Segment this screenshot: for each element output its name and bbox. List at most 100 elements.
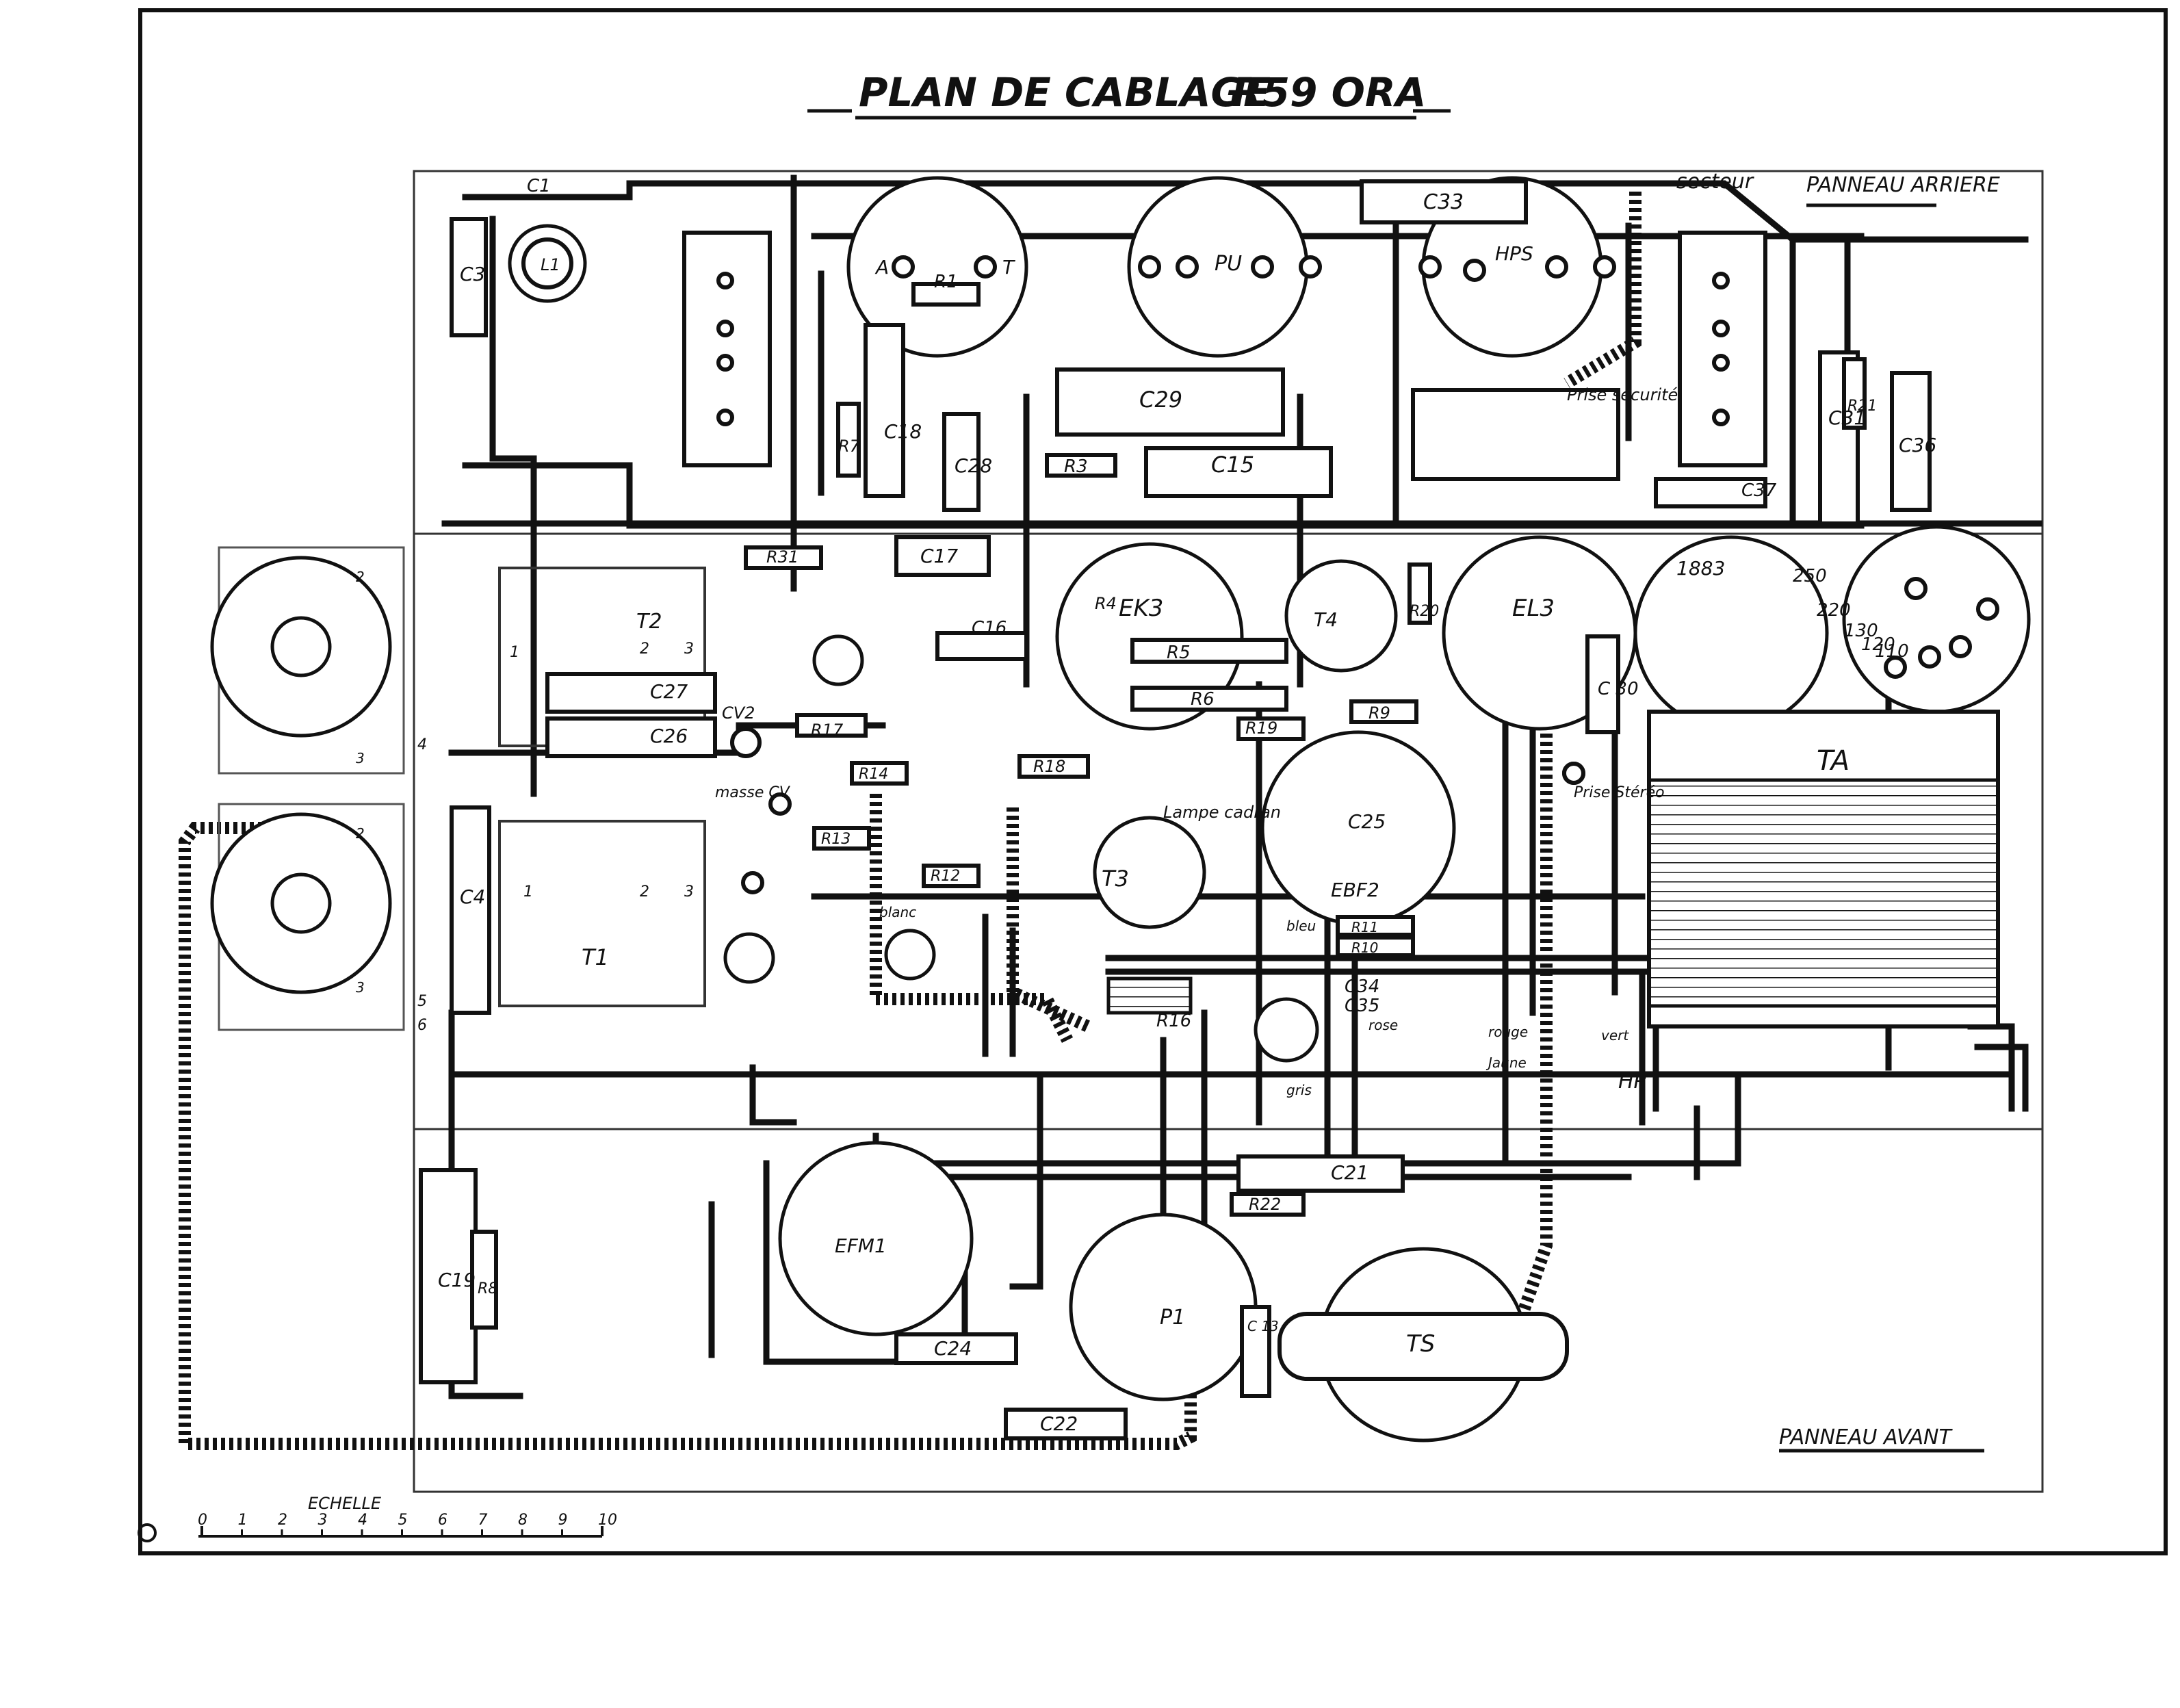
- svg-text:rose: rose: [1368, 1017, 1398, 1033]
- svg-text:C37: C37: [1741, 480, 1777, 501]
- voltage-selector: [1842, 525, 2031, 714]
- svg-text:C27: C27: [650, 680, 688, 703]
- svg-text:rouge: rouge: [1488, 1024, 1528, 1040]
- output-transformer-ts: [1277, 1247, 1569, 1442]
- svg-text:R11: R11: [1351, 919, 1378, 935]
- shielded-cable-center: [870, 794, 1091, 1044]
- svg-text:T: T: [1002, 256, 1015, 279]
- svg-text:R21: R21: [1847, 398, 1877, 415]
- t4-socket: [1284, 559, 1398, 673]
- svg-text:3: 3: [684, 640, 694, 658]
- scale-tick-label: 0: [198, 1512, 207, 1529]
- svg-text:Prise Stéréo: Prise Stéréo: [1574, 784, 1665, 801]
- svg-text:R31: R31: [766, 547, 799, 567]
- ek3-tube-socket: [1055, 542, 1244, 731]
- svg-text:2: 2: [356, 825, 365, 842]
- svg-text:1883: 1883: [1676, 557, 1725, 580]
- svg-text:PU: PU: [1215, 252, 1242, 276]
- scale-tick-label: 1: [238, 1512, 248, 1529]
- pins: [716, 255, 1999, 1063]
- svg-text:Jaune: Jaune: [1485, 1054, 1527, 1071]
- diagram-model: R59 ORA: [1232, 69, 1426, 116]
- antenna-socket: [846, 176, 1028, 358]
- svg-text:C4: C4: [460, 885, 485, 908]
- svg-text:R8: R8: [478, 1280, 497, 1297]
- efm1-tube-socket: [778, 1141, 974, 1336]
- svg-text:R12: R12: [931, 868, 960, 885]
- svg-text:A: A: [874, 256, 889, 279]
- scale-tick-label: 3: [318, 1512, 328, 1529]
- scale-tick-label: 8: [518, 1512, 528, 1529]
- mains-cable: [1485, 192, 1642, 1405]
- svg-text:5: 5: [417, 993, 427, 1010]
- svg-text:C26: C26: [650, 725, 688, 747]
- svg-text:R5: R5: [1167, 643, 1191, 663]
- svg-text:1: 1: [510, 644, 519, 661]
- svg-text:EK3: EK3: [1119, 595, 1163, 622]
- svg-text:Lampe cadran: Lampe cadran: [1163, 803, 1281, 822]
- svg-text:C25: C25: [1348, 810, 1386, 833]
- svg-text:gris: gris: [1286, 1082, 1312, 1098]
- svg-text:C 30: C 30: [1598, 679, 1639, 699]
- svg-text:C36: C36: [1899, 434, 1936, 456]
- svg-text:vert: vert: [1601, 1027, 1629, 1044]
- svg-text:2: 2: [640, 883, 649, 901]
- svg-text:120: 120: [1861, 634, 1895, 655]
- scale-tick-label: 6: [438, 1512, 447, 1529]
- svg-text:2: 2: [356, 569, 365, 585]
- svg-text:R10: R10: [1351, 940, 1378, 956]
- svg-text:HPS: HPS: [1495, 242, 1533, 265]
- svg-text:R18: R18: [1033, 757, 1065, 776]
- svg-text:R4: R4: [1095, 594, 1117, 613]
- svg-text:CV2: CV2: [722, 703, 755, 723]
- svg-text:6: 6: [417, 1017, 427, 1034]
- svg-text:C 13: C 13: [1247, 1318, 1279, 1334]
- svg-text:R20: R20: [1410, 603, 1439, 620]
- svg-text:R16: R16: [1156, 1011, 1191, 1031]
- svg-text:1: 1: [523, 883, 533, 901]
- svg-text:R1: R1: [934, 272, 958, 292]
- svg-text:C31: C31: [1828, 406, 1866, 429]
- svg-text:TS: TS: [1406, 1330, 1435, 1358]
- svg-text:C16: C16: [972, 618, 1007, 638]
- outer-frame: [138, 8, 2168, 1555]
- svg-text:R3: R3: [1064, 456, 1088, 477]
- svg-text:C28: C28: [955, 454, 992, 477]
- svg-text:T2: T2: [636, 610, 662, 634]
- svg-text:R22: R22: [1249, 1195, 1281, 1214]
- svg-text:masse CV: masse CV: [715, 784, 791, 801]
- svg-text:4: 4: [417, 736, 427, 753]
- scale-tick-label: 7: [478, 1512, 488, 1529]
- svg-text:R19: R19: [1245, 719, 1277, 738]
- svg-text:220: 220: [1817, 600, 1851, 621]
- svg-text:C34: C34: [1345, 976, 1379, 997]
- scale-tick-label: 4: [358, 1512, 367, 1529]
- dial-lamp-socket: [1093, 816, 1206, 929]
- bandswitch-lower: [210, 803, 405, 1031]
- svg-text:3: 3: [356, 979, 365, 996]
- svg-text:L1: L1: [541, 255, 560, 274]
- svg-text:110: 110: [1875, 641, 1909, 662]
- resistors: [470, 282, 1867, 1330]
- svg-text:C3: C3: [460, 263, 485, 285]
- scale-tick-label: 2: [278, 1512, 287, 1529]
- power-transformer-ta: [1647, 710, 2000, 1028]
- svg-text:R13: R13: [821, 831, 851, 848]
- svg-text:R17: R17: [811, 721, 844, 740]
- l1-coil: [508, 224, 587, 303]
- svg-text:C1: C1: [527, 176, 551, 196]
- svg-text:C21: C21: [1331, 1161, 1368, 1184]
- svg-text:T3: T3: [1102, 866, 1129, 892]
- svg-text:C24: C24: [934, 1337, 972, 1360]
- svg-text:EFM1: EFM1: [835, 1234, 887, 1257]
- svg-text:3: 3: [684, 883, 694, 901]
- svg-text:130: 130: [1844, 621, 1878, 641]
- scale-tick-label: 10: [598, 1512, 617, 1529]
- svg-text:T1: T1: [582, 944, 609, 970]
- svg-text:R6: R6: [1191, 689, 1215, 710]
- terminal-strip-left: [682, 231, 772, 467]
- components: [419, 179, 1932, 1440]
